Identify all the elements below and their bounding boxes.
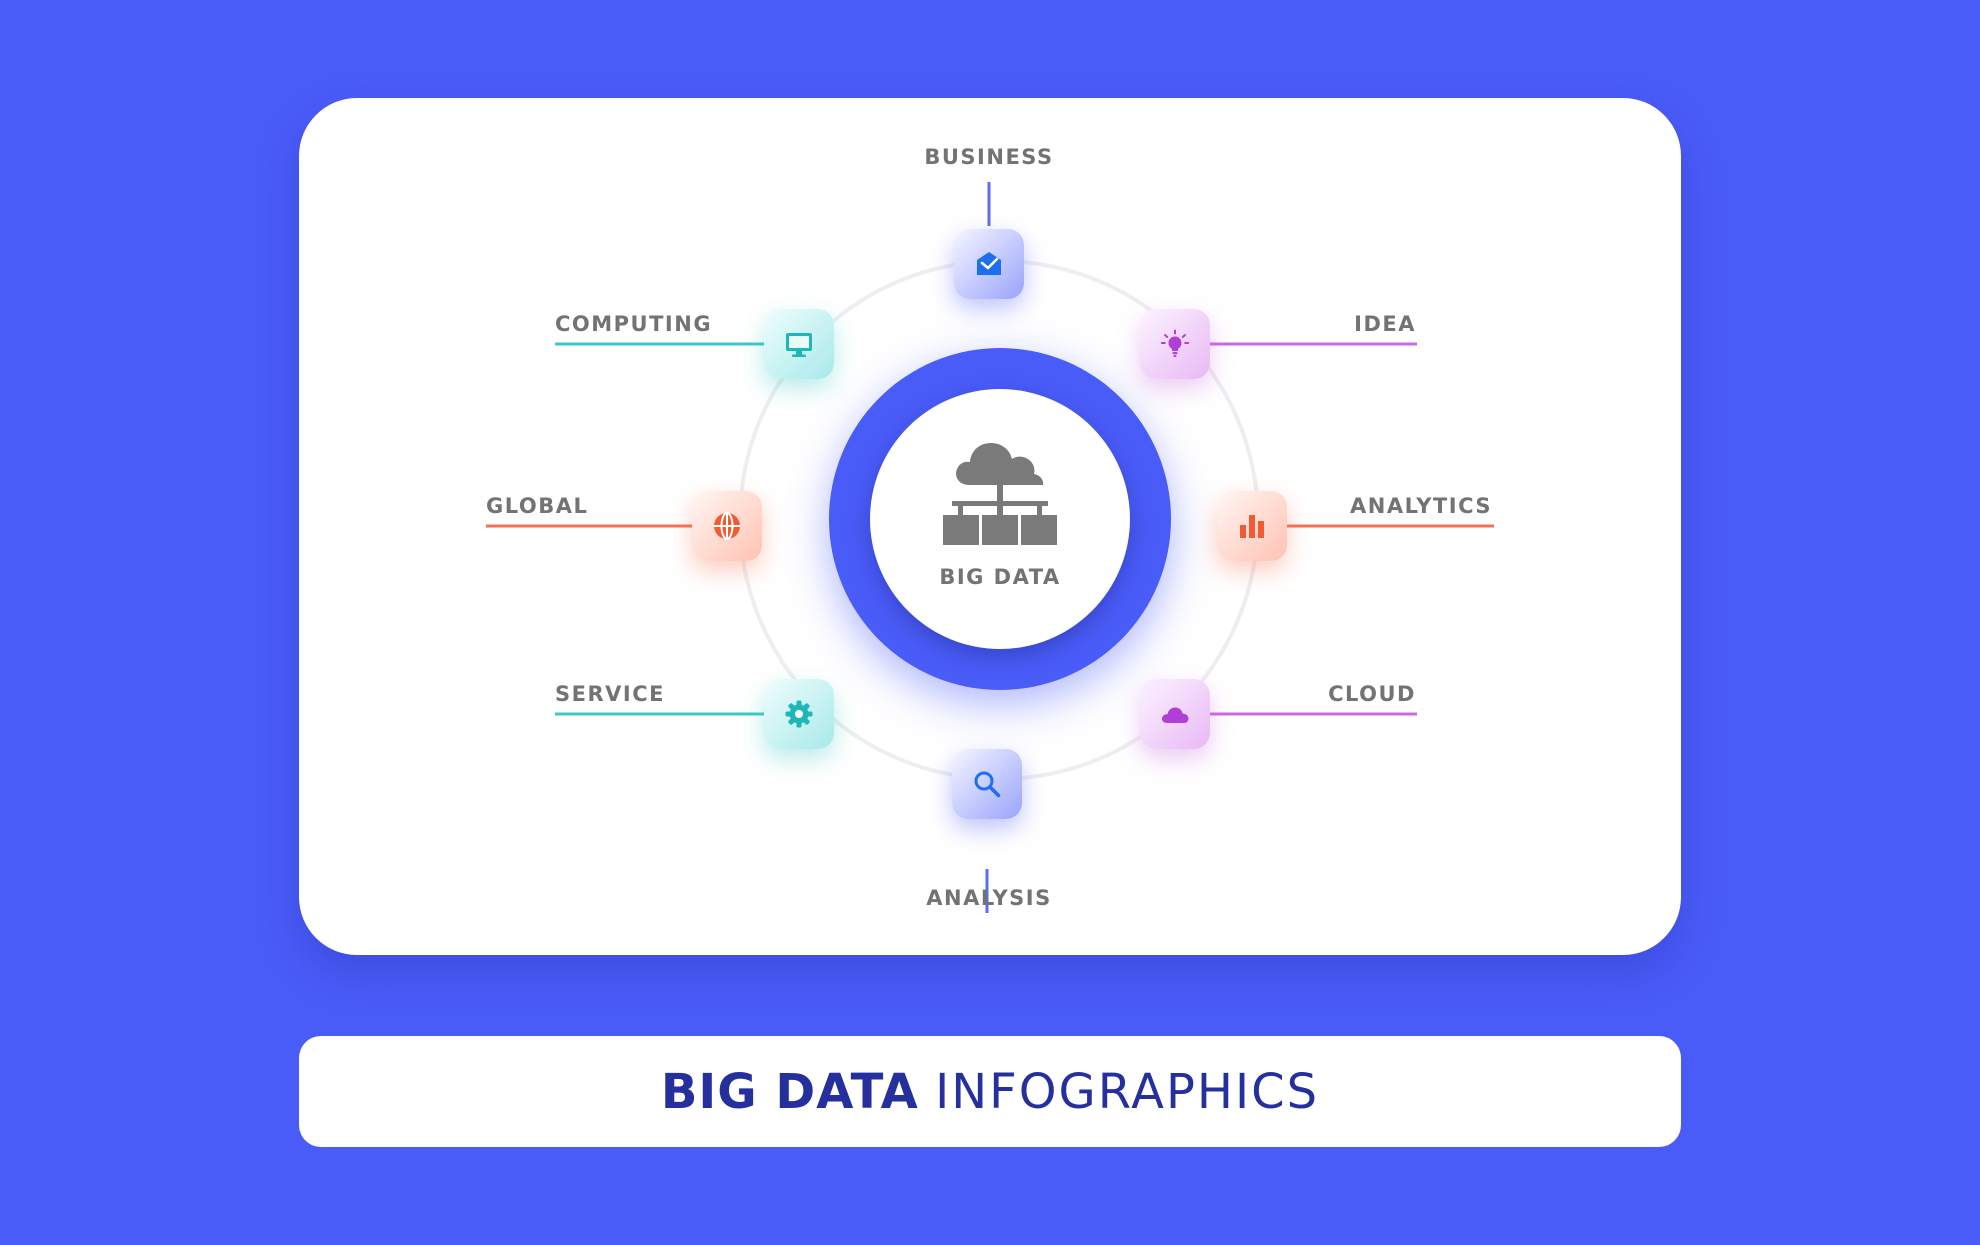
- node-service-tile: [764, 679, 834, 749]
- node-cloud-label: CLOUD: [1328, 682, 1416, 706]
- node-analytics-label: ANALYTICS: [1350, 494, 1492, 518]
- cloud-icon: [1161, 707, 1189, 723]
- node-global-tile: [692, 491, 762, 561]
- cloud-network-icon: [943, 443, 1057, 545]
- gear-icon: [785, 700, 813, 728]
- node-analytics-tile: [1217, 491, 1287, 561]
- hub-ring: BIG DATA: [829, 348, 1171, 690]
- mail-icon: [977, 252, 1001, 275]
- node-computing-tile: [764, 309, 834, 379]
- diagram-card: BUSINESS IDEA ANALYTICS CLOUD ANALYSIS S…: [299, 98, 1681, 955]
- node-business-label: BUSINESS: [924, 145, 1054, 169]
- title-bold: BIG DATA: [660, 1063, 919, 1120]
- node-idea-label: IDEA: [1354, 312, 1416, 336]
- node-business-tile: [954, 229, 1024, 299]
- node-analysis-label: ANALYSIS: [926, 886, 1052, 910]
- globe-icon: [714, 512, 740, 540]
- node-idea-tile: [1140, 309, 1210, 379]
- search-icon: [974, 771, 1001, 798]
- title-banner: BIG DATA INFOGRAPHICS: [299, 1036, 1681, 1147]
- title-light: INFOGRAPHICS: [935, 1063, 1320, 1120]
- node-cloud-tile: [1140, 679, 1210, 749]
- node-computing-label: COMPUTING: [555, 312, 713, 336]
- node-service-label: SERVICE: [555, 682, 665, 706]
- lightbulb-icon: [1160, 329, 1190, 357]
- monitor-icon: [786, 333, 812, 357]
- hub-label: BIG DATA: [939, 565, 1061, 589]
- bar-chart-icon: [1240, 515, 1264, 538]
- page-title: BIG DATA INFOGRAPHICS: [661, 1064, 1319, 1120]
- hub-center: BIG DATA: [870, 389, 1130, 649]
- node-analysis-tile: [952, 749, 1022, 819]
- node-global-label: GLOBAL: [486, 494, 589, 518]
